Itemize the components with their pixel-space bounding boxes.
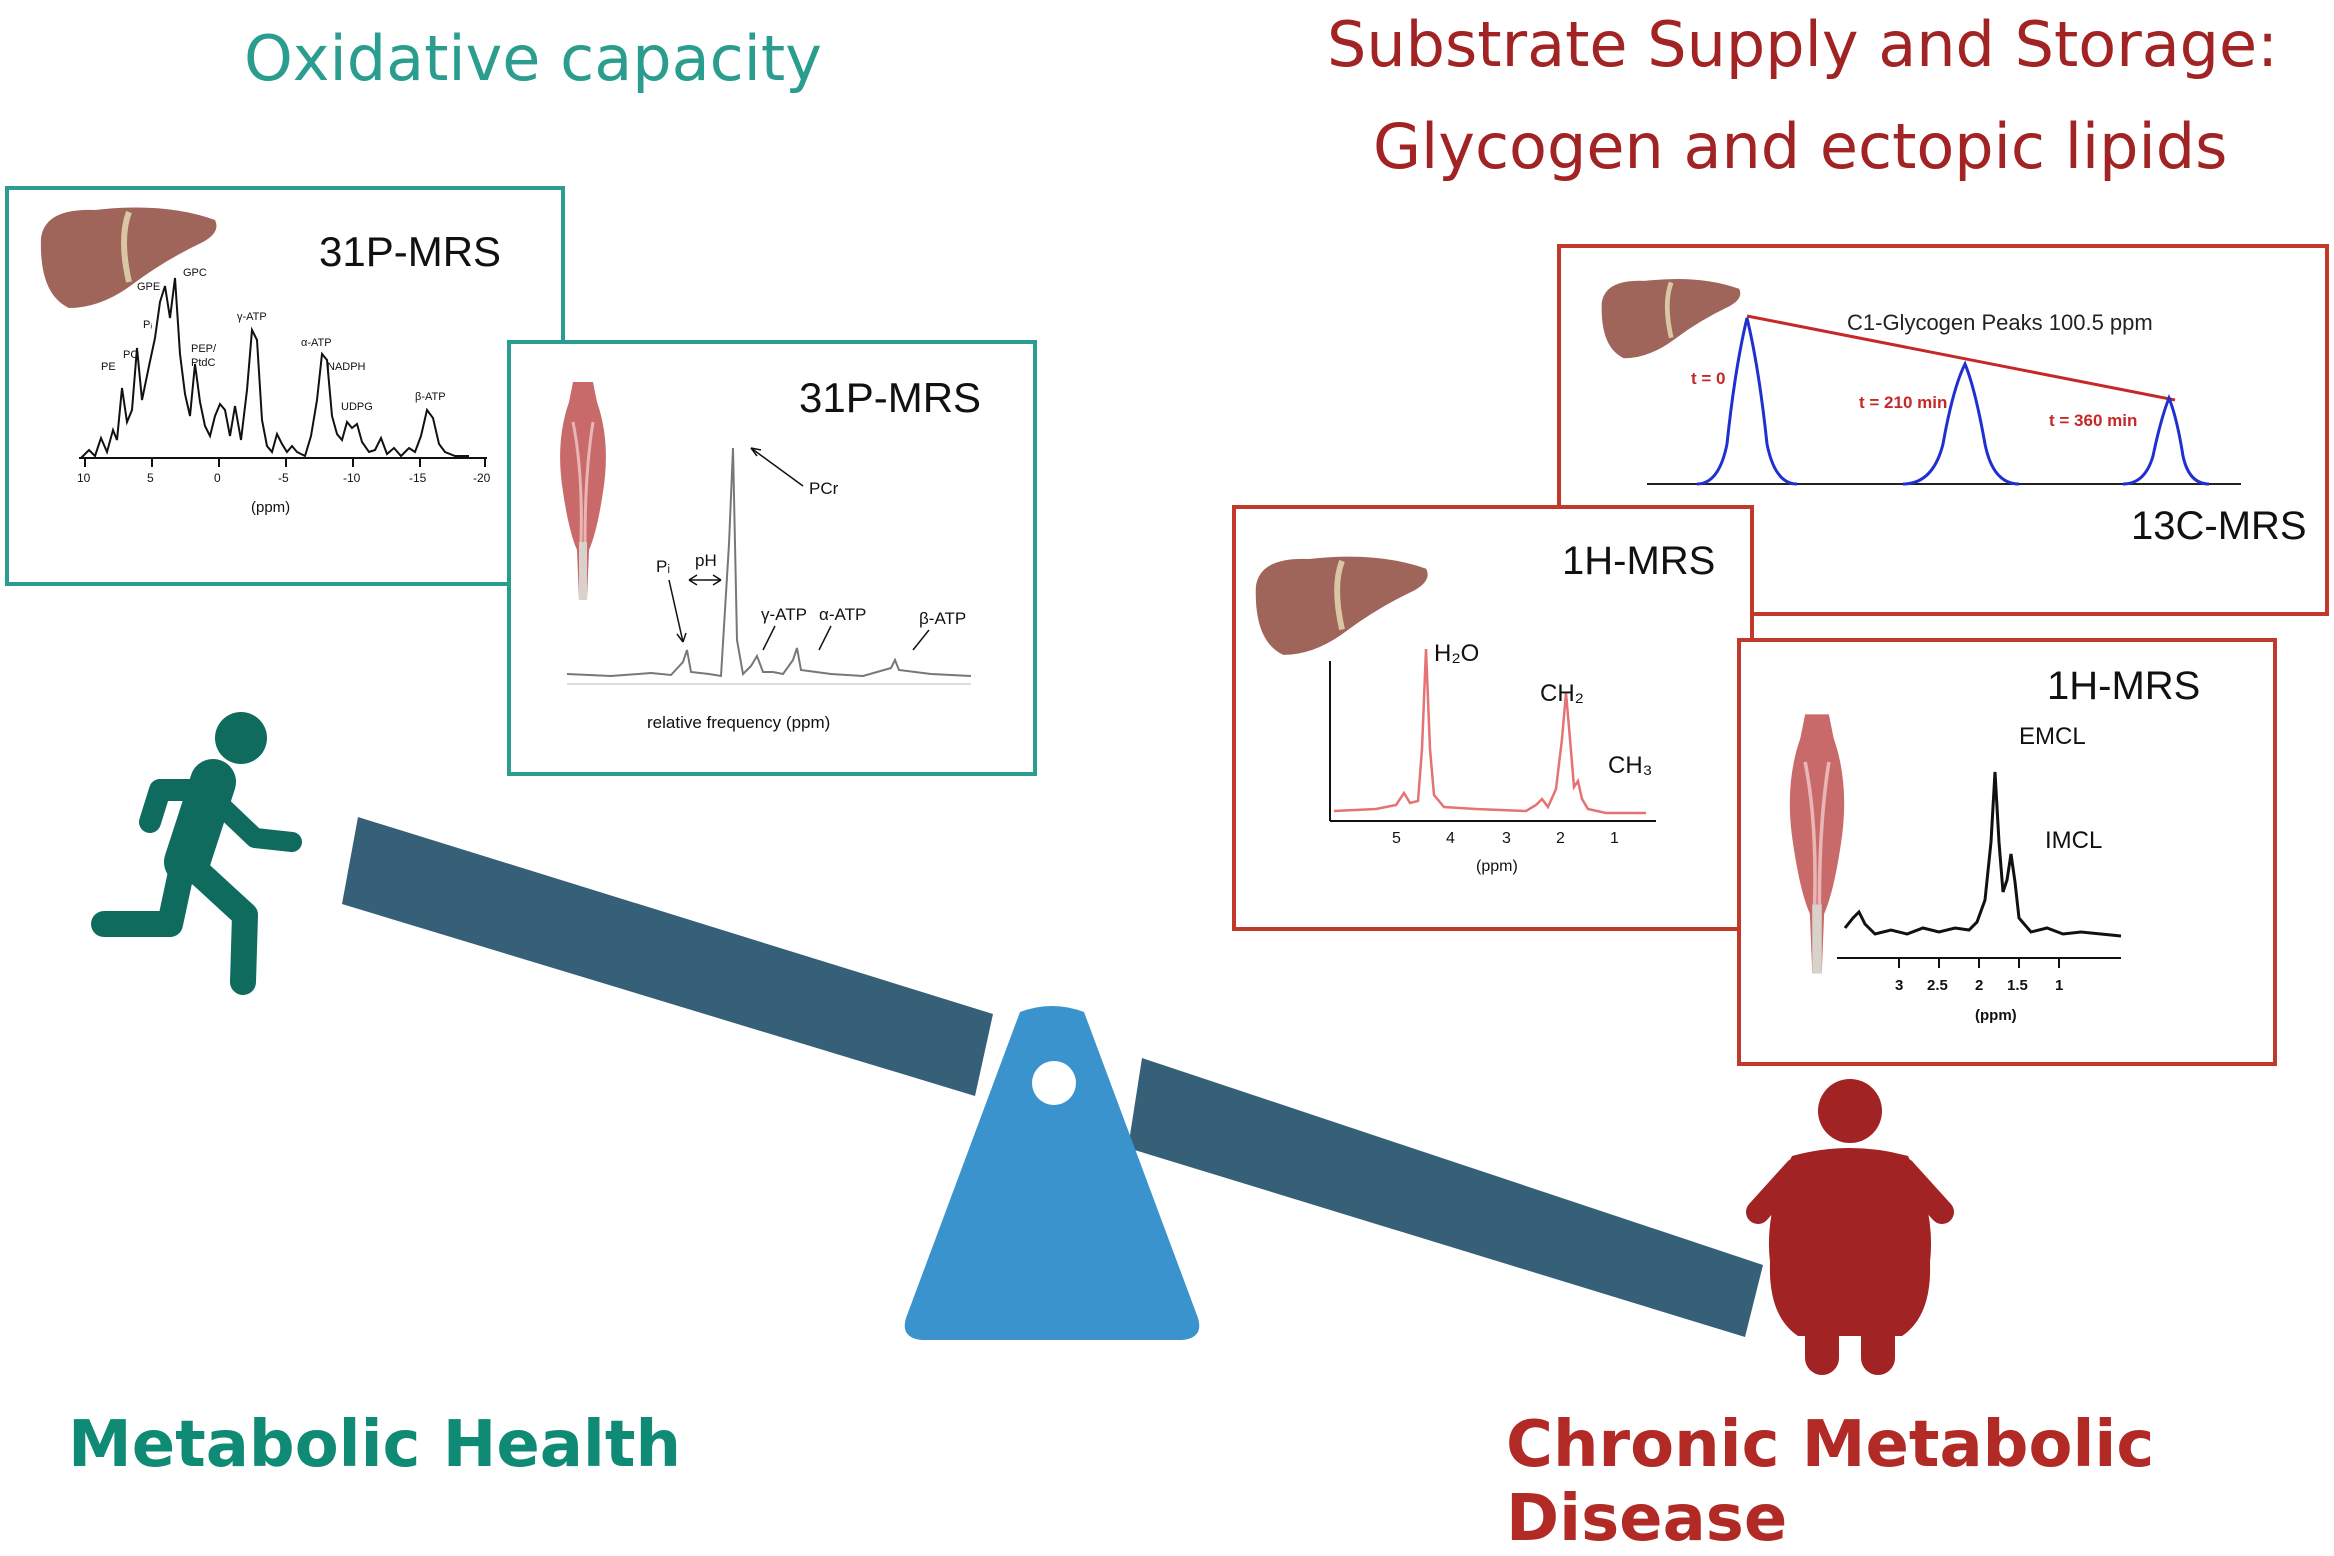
glycogen-decline-line [1746, 314, 2176, 402]
liver-31p-tick-5: -10 [343, 471, 361, 485]
glycogen-13c-spectrum: C1-Glycogen Peaks 100.5 ppm t = 0 t = 21… [1647, 310, 2241, 486]
obese-person-icon [1746, 1079, 1954, 1375]
panel-muscle-1h-mrs: 1H-MRS EMCL IMCL 3 2.5 2 1.5 1 (ppm) [1737, 638, 2277, 1066]
peak-label-ch2: CH₂ [1540, 680, 1584, 707]
seesaw-illustration [91, 712, 1954, 1375]
glycogen-caption: C1-Glycogen Peaks 100.5 ppm [1847, 310, 2153, 335]
liver-1h-spectrum: H₂O CH₂ CH₃ 5 4 3 2 1 (ppm) [1329, 640, 1656, 875]
liver-1h-title: 1H-MRS [1562, 539, 1716, 583]
peak-label-pe: PE [101, 361, 116, 373]
liver-31p-spectrum: 10 5 0 -5 -10 -15 -20 (ppm) PE PC GPE Pᵢ… [77, 267, 491, 516]
liver-icon [1255, 556, 1428, 655]
panel-liver-1h-mrs: 1H-MRS H₂O CH₂ CH₃ 5 4 3 2 1 (ppm) [1232, 505, 1754, 931]
peak-label-pi: Pᵢ [143, 319, 152, 331]
time-label-0: t = 0 [1691, 369, 1726, 388]
peak-label-muscle-gamma-atp: γ-ATP [761, 605, 807, 624]
liver-1h-tick-3: 3 [1502, 830, 1511, 847]
time-label-210: t = 210 min [1859, 393, 1947, 412]
panel-muscle-31p-mrs: 31P-MRS PCr Pᵢ pH γ-ATP α-ATP β-ATP rela… [507, 340, 1037, 776]
muscle-1h-tick-1: 1 [2055, 977, 2063, 994]
peak-label-ptdc: PtdC [191, 357, 216, 369]
liver-31p-tick-3: 0 [214, 471, 221, 485]
muscle-1h-tick-1-5: 1.5 [2007, 977, 2028, 994]
muscle-1h-spectrum: EMCL IMCL 3 2.5 2 1.5 1 (ppm) [1837, 723, 2122, 1024]
liver-31p-tick-7: -20 [473, 471, 491, 485]
substrate-heading-line1: Substrate Supply and Storage: [1327, 8, 2279, 81]
muscle-icon [1789, 714, 1845, 974]
substrate-heading-line2: Glycogen and ectopic lipids [1373, 110, 2228, 183]
liver-1h-tick-2: 2 [1556, 830, 1565, 847]
peak-label-muscle-pi: Pᵢ [656, 557, 670, 576]
liver-31p-title: 31P-MRS [319, 228, 502, 275]
muscle-1h-tick-2: 2 [1975, 977, 1983, 994]
peak-label-h2o: H₂O [1434, 640, 1479, 667]
oxidative-capacity-heading: Oxidative capacity [244, 22, 822, 95]
peak-label-gamma-atp: γ-ATP [237, 311, 267, 323]
liver-1h-xlabel: (ppm) [1476, 858, 1518, 875]
glycogen-13c-title: 13C-MRS [2131, 504, 2307, 548]
seesaw-beam-right [1128, 1058, 1763, 1337]
liver-1h-tick-4: 4 [1446, 830, 1455, 847]
peak-label-udpg: UDPG [341, 401, 373, 413]
seesaw-beam-left [342, 817, 993, 1096]
figure-canvas: Oxidative capacity Substrate Supply and … [5, 8, 2329, 1556]
muscle-31p-spectrum: PCr Pᵢ pH γ-ATP α-ATP β-ATP relative fre… [566, 447, 972, 732]
fulcrum-pivot [1032, 1061, 1076, 1105]
peak-label-alpha-atp: α-ATP [301, 337, 332, 349]
liver-31p-tick-6: -15 [409, 471, 427, 485]
liver-31p-xlabel: (ppm) [251, 499, 290, 516]
muscle-1h-tick-2-5: 2.5 [1927, 977, 1948, 994]
muscle-1h-title: 1H-MRS [2047, 664, 2201, 708]
peak-label-pep: PEP/ [191, 343, 217, 355]
peak-label-pc: PC [123, 349, 138, 361]
muscle-icon [560, 382, 606, 600]
peak-label-beta-atp: β-ATP [415, 391, 446, 403]
muscle-31p-xlabel: relative frequency (ppm) [647, 713, 830, 732]
liver-31p-tick-4: -5 [278, 471, 289, 485]
peak-label-ph: pH [695, 551, 717, 570]
liver-icon [1601, 278, 1741, 359]
muscle-1h-xlabel: (ppm) [1975, 1007, 2017, 1024]
liver-icon [40, 207, 217, 308]
metabolic-health-label: Metabolic Health [68, 1408, 681, 1482]
runner-icon [91, 712, 302, 995]
peak-label-emcl: EMCL [2019, 723, 2086, 750]
peak-label-gpe: GPE [137, 281, 160, 293]
peak-label-muscle-alpha-atp: α-ATP [819, 605, 866, 624]
peak-label-nadph: NADPH [327, 361, 366, 373]
liver-31p-tick-1: 10 [77, 471, 91, 485]
peak-label-muscle-beta-atp: β-ATP [919, 609, 966, 628]
liver-1h-tick-1: 1 [1610, 830, 1619, 847]
seesaw-fulcrum [904, 1006, 1200, 1340]
time-label-360: t = 360 min [2049, 411, 2137, 430]
peak-label-gpc: GPC [183, 267, 207, 279]
peak-label-pcr: PCr [809, 479, 839, 498]
liver-1h-tick-5: 5 [1392, 830, 1401, 847]
peak-label-imcl: IMCL [2045, 827, 2102, 854]
muscle-1h-tick-3: 3 [1895, 977, 1903, 994]
peak-label-ch3: CH₃ [1608, 752, 1652, 779]
muscle-31p-title: 31P-MRS [799, 374, 982, 421]
panel-liver-31p-mrs: 31P-MRS 10 5 0 -5 -10 -15 -20 (ppm) P [5, 186, 565, 586]
liver-31p-tick-2: 5 [147, 471, 154, 485]
